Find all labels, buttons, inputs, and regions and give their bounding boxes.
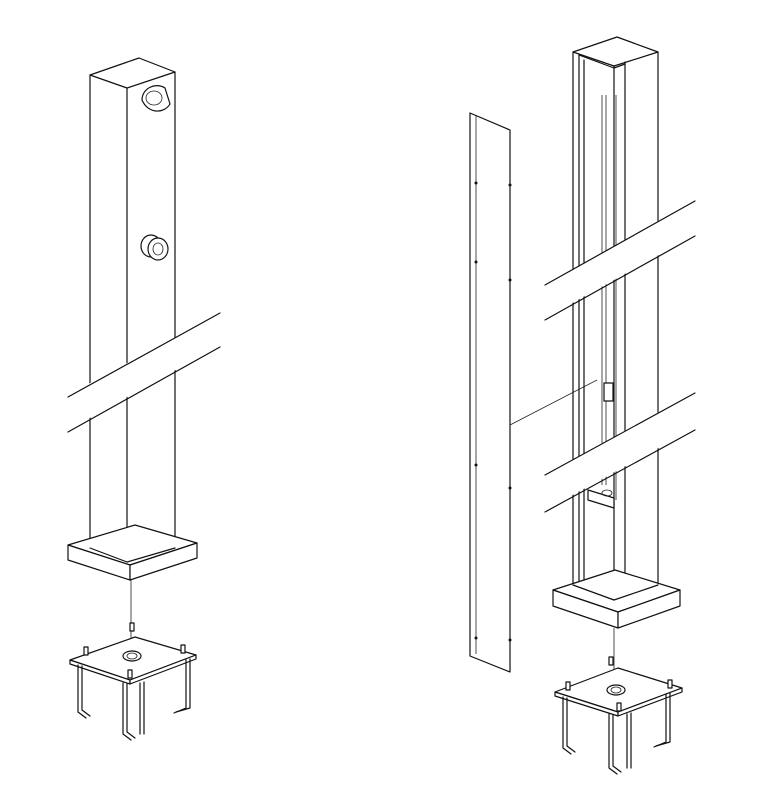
- assembled-column-view: [67, 57, 221, 741]
- break-lines-upper: [544, 200, 696, 321]
- anchor-plate-right: [554, 656, 683, 717]
- valve-block: [587, 382, 615, 509]
- break-lines: [67, 312, 221, 433]
- column-frame: [572, 36, 659, 613]
- base-plate-right: [552, 569, 681, 629]
- shower-head: [141, 85, 171, 112]
- exploded-column-view: [469, 36, 696, 775]
- break-lines-lower: [544, 392, 696, 513]
- base-plate: [67, 524, 198, 581]
- push-button-valve: [140, 234, 169, 261]
- column-body: [89, 71, 176, 564]
- front-panel: [469, 112, 598, 673]
- inner-pipe: [601, 95, 617, 500]
- column-cap: [89, 57, 176, 89]
- anchor-plate: [69, 622, 197, 685]
- anchor-rods: [77, 658, 191, 741]
- anchor-rods-right: [562, 692, 671, 775]
